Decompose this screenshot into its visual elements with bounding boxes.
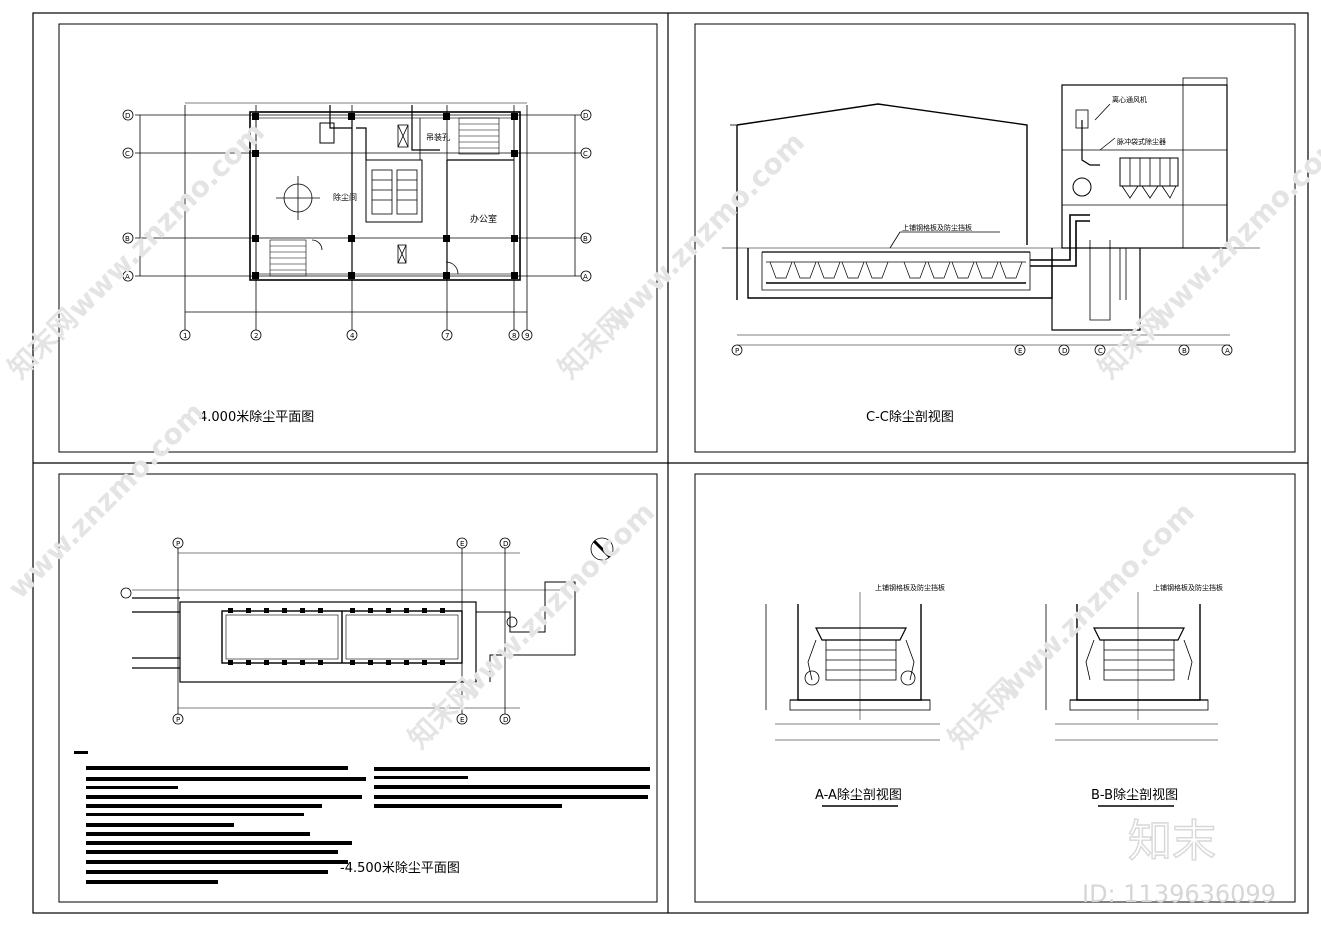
wm-1: 知末网 [2,302,85,385]
section-cc-title: C-C除尘剖视图 [866,410,954,425]
section-aa-title: A-A除尘剖视图 [815,788,902,803]
plan-4000-title: 4.000米除尘平面图 [199,410,314,425]
notes-block [74,751,650,884]
axis-4-label: 4 [350,332,355,340]
room-hoist-label: 吊装孔 [426,132,450,142]
collector-label: 脉冲袋式除尘器 [1117,137,1166,146]
axis-8-label: 8 [512,332,516,340]
m45-axis-p-bottom: P [176,716,180,724]
cc-grate-label: 上铺钢格板及防尘挡板 [902,223,972,232]
section-bb-drawing [1045,592,1218,741]
axis-b-label-right: B [583,235,588,243]
axis-9-label: 9 [525,332,529,340]
bb-grate-label: 上铺钢格板及防尘挡板 [1153,583,1223,592]
plan-4000-panel [135,102,585,330]
axis-b-label: B [125,235,130,243]
wm-5b: www.znzmo.com [452,496,661,705]
image-id-watermark: ID: 1139636099 [1082,880,1276,908]
hopper-markers [228,608,445,665]
cc-axis-a: A [1225,347,1230,355]
room-dust-label: 除尘间 [333,192,357,202]
wm-1b: www.znzmo.com [62,116,271,325]
axis-5-label: 7 [445,332,449,340]
section-aa-drawing [765,592,940,741]
cc-axis-c: C [1098,347,1103,355]
fan-label: 离心通风机 [1112,95,1147,104]
m45-axis-e-bottom: E [460,716,464,724]
cc-axis-e: E [1018,347,1022,355]
m45-axis-p: P [176,540,180,548]
cc-axis-d: D [1062,347,1067,355]
axis-a-label: A [125,273,130,281]
axis-1-label: 1 [183,332,187,340]
m45-axis-d-bottom: D [503,716,508,724]
plan-minus-4500-title: -4.500米除尘平面图 [340,861,460,876]
brand-logo-watermark: 知末 [1128,816,1216,867]
aa-grate-label: 上铺钢格板及防尘挡板 [875,583,945,592]
m45-axis-e: E [460,540,464,548]
section-bb-title: B-B除尘剖视图 [1091,788,1178,803]
cc-axis-p: P [735,347,739,355]
wm-6b: www.znzmo.com [992,496,1201,705]
minus-4500-axis-bubbles [120,537,511,725]
section-cc-panel [722,77,1260,346]
section-cc-axis-bubbles [731,344,1233,356]
axis-d-label-right: D [583,112,588,120]
wm-3b: www.znzmo.com [1142,126,1321,335]
axis-c-label-right: C [583,150,588,158]
cc-axis-b: B [1182,347,1187,355]
plan-minus-4500-panel [132,537,614,715]
room-office-label: 办公室 [470,213,497,225]
m45-axis-d: D [503,540,508,548]
axis-c-label: C [125,150,130,158]
plan-4000-axis-bubbles [122,109,592,341]
axis-a-label-right: A [583,273,588,281]
axis-2-label: 2 [254,332,258,340]
wm-2b: www.znzmo.com [602,126,811,335]
axis-d-label: D [125,112,130,120]
